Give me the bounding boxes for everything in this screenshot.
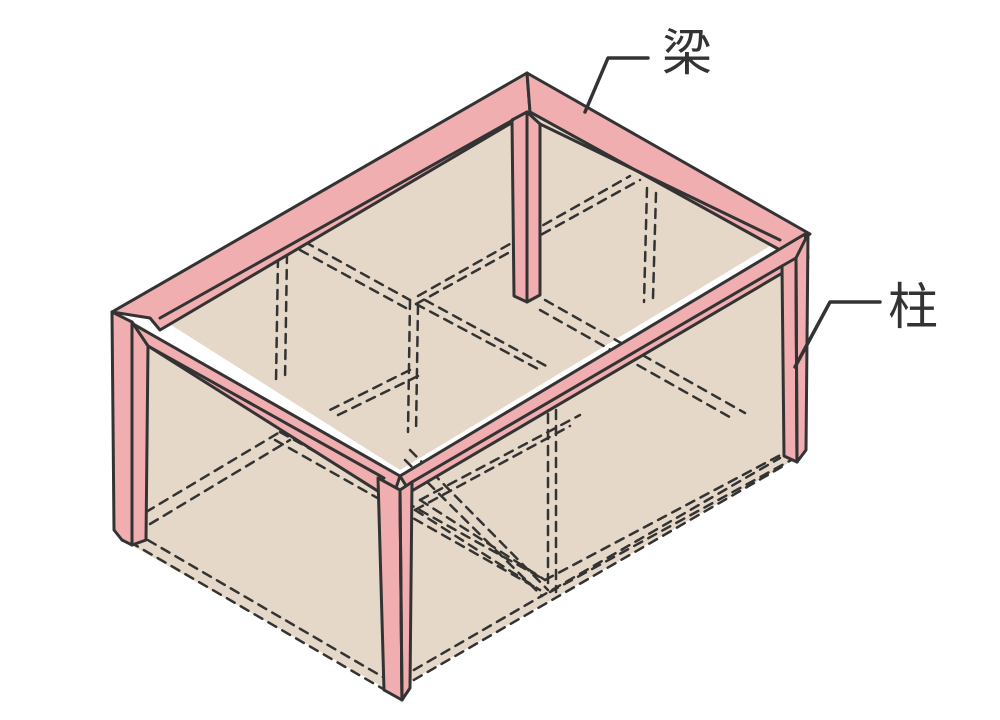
column-leader-line (793, 300, 882, 369)
beam-label: 梁 (662, 24, 712, 82)
columns (110, 110, 810, 702)
leader-lines (583, 56, 882, 369)
column-label: 柱 (888, 278, 938, 336)
beam-leader-line (583, 56, 650, 114)
frame-detail-lines (130, 110, 799, 702)
panel-fills (118, 90, 805, 692)
